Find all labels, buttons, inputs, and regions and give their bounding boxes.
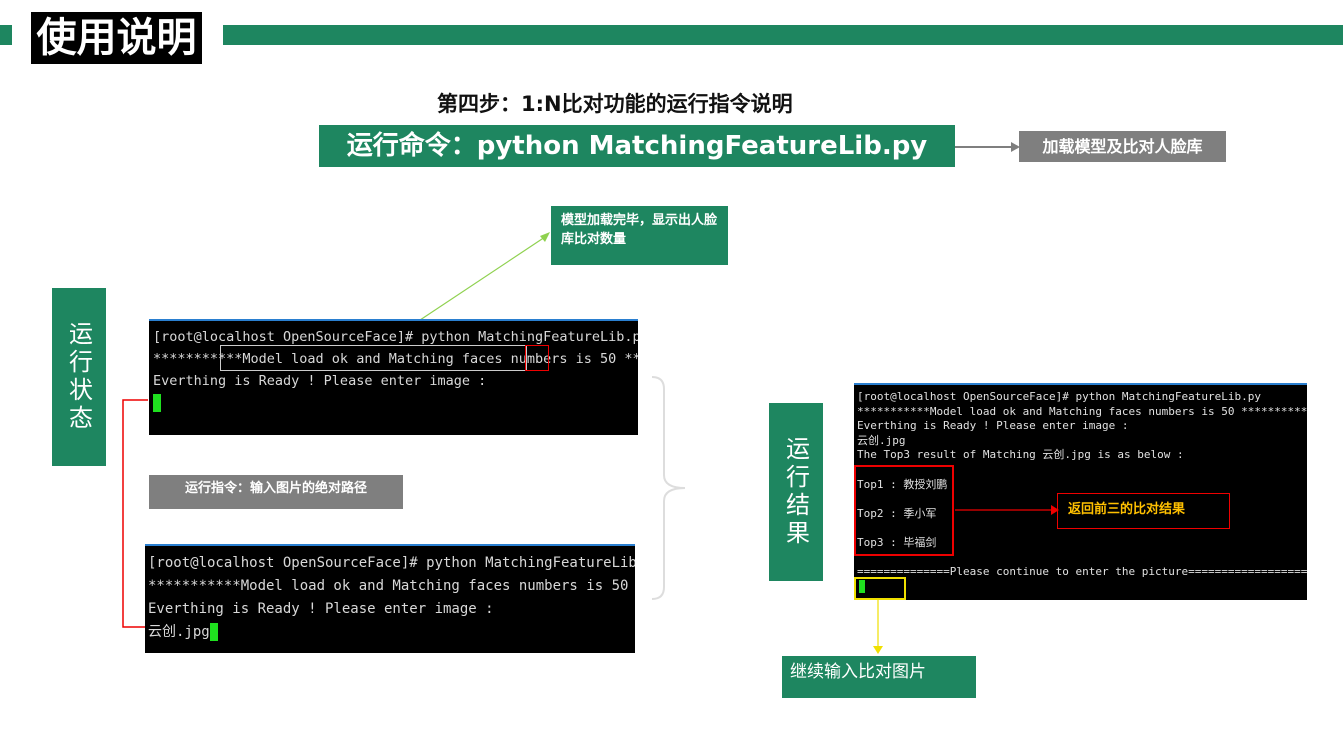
- terminal-input: [root@localhost OpenSourceFace]# python …: [145, 544, 635, 653]
- label-run-status: 运行状态: [52, 288, 106, 466]
- result-note: 返回前三的比对结果: [1057, 493, 1230, 529]
- header-right-bar: [223, 25, 1343, 45]
- terminal-result: [root@localhost OpenSourceFace]# python …: [854, 383, 1307, 600]
- highlight-top3: [854, 465, 954, 556]
- highlight-cursor: [854, 577, 906, 600]
- page-title: 使用说明: [31, 12, 202, 64]
- terminal-line: ***********Model load ok and Matching fa…: [148, 578, 629, 594]
- terminal-initial: [root@localhost OpenSourceFace]# python …: [149, 319, 638, 435]
- step-title: 第四步：1:N比对功能的运行指令说明: [437, 92, 793, 116]
- instruction-label: 运行指令：输入图片的绝对路径: [149, 475, 403, 509]
- terminal-line: [root@localhost OpenSourceFace]# python …: [153, 329, 638, 345]
- highlight-face-count: [525, 345, 549, 371]
- highlight-model-load: [220, 345, 527, 371]
- continue-note: 继续输入比对图片: [782, 656, 976, 698]
- terminal-line: 云创.jpg: [857, 433, 906, 447]
- terminal-cursor: [859, 580, 865, 594]
- terminal-line: [root@localhost OpenSourceFace]# python …: [857, 390, 1261, 403]
- terminal-line: ***********Model load ok and Matching fa…: [857, 404, 1307, 418]
- terminal-line: Top1 : 教授刘鹏: [857, 477, 948, 491]
- callout-model-loaded: 模型加载完毕，显示出人脸库比对数量: [551, 206, 728, 265]
- terminal-line: Everthing is Ready ! Please enter image …: [857, 419, 1129, 433]
- callout-arrow: [404, 232, 550, 331]
- terminal-line: ***********Model load ok and Matching fa…: [153, 351, 638, 367]
- continue-arrow: [873, 600, 883, 654]
- terminal-cursor: [209, 623, 218, 641]
- header-left-bar: [0, 25, 12, 45]
- terminal-line: [root@localhost OpenSourceFace]# python …: [148, 555, 635, 571]
- terminal-line: Everthing is Ready ! Please enter image …: [153, 373, 487, 389]
- command-banner: 运行命令：python MatchingFeatureLib.py: [319, 125, 955, 167]
- result-arrow: [955, 505, 1059, 515]
- arrow-right-icon: [955, 142, 1020, 152]
- terminal-cursor: [153, 394, 161, 412]
- terminal-line: ==============Please continue to enter t…: [857, 565, 1307, 579]
- bracket-divider: [651, 376, 686, 600]
- label-run-result: 运行结果: [769, 403, 823, 581]
- command-note: 加载模型及比对人脸库: [1019, 131, 1226, 162]
- terminal-line: The Top3 result of Matching 云创.jpg is as…: [857, 448, 1184, 462]
- terminal-line: Top3 : 毕福剑: [857, 535, 937, 549]
- terminal-line: Top2 : 季小军: [857, 506, 937, 520]
- terminal-line: Everthing is Ready ! Please enter image …: [148, 601, 494, 617]
- terminal-line: 云创.jpg: [148, 624, 210, 640]
